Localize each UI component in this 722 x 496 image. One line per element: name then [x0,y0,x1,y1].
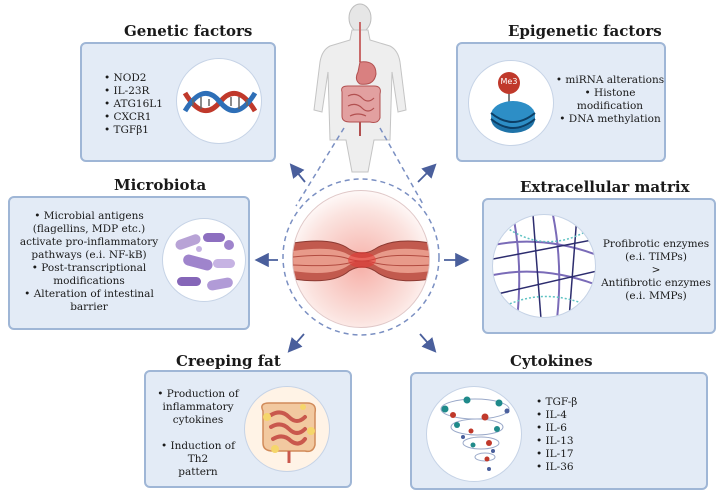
list-item: • IL-23R [104,85,150,97]
list-item: barrier [70,301,108,313]
genetic-factors-title: Genetic factors [124,22,253,40]
list-item: activate pro-inflammatory [19,236,159,248]
creeping-fat-title: Creeping fat [176,352,281,370]
list-item: • IL-17 [536,448,574,460]
list-item: (flagellins, MDP etc.) [32,223,146,235]
list-item: • IL-36 [536,461,574,473]
microbiota-list: • Microbial antigens (flagellins, MDP et… [16,210,162,314]
extracellular-matrix-box: Profibrotic enzymes (e.i. TIMPs) > Antif… [482,198,716,334]
arrow-creeping [287,333,305,353]
extracellular-matrix-title: Extracellular matrix [520,178,690,196]
list-item: • Induction of Th2 [160,440,235,465]
genetic-factors-list: • NOD2 • IL-23R • ATG16L1 • CXCR1 • TGFβ… [104,72,163,137]
list-item: • Production of [157,388,239,400]
cytokine-spiral-icon [426,386,522,482]
cytokines-list: • TGF-β • IL-4 • IL-6 • IL-13 • IL-17 • … [536,396,577,474]
list-item: • miRNA alterations [555,74,665,86]
epigenetic-factors-box: Me3 • miRNA alterations • Histone modifi… [456,42,666,162]
list-item: • IL-6 [536,422,567,434]
extracellular-matrix-list: Profibrotic enzymes (e.i. TIMPs) > Antif… [598,238,714,303]
nucleosome-icon: Me3 [468,60,554,146]
list-item: • TGF-β [536,396,578,408]
microbiota-box: • Microbial antigens (flagellins, MDP et… [8,196,250,330]
cytokines-box: • TGF-β • IL-4 • IL-6 • IL-13 • IL-17 • … [410,372,708,490]
bacteria-icon [162,218,246,302]
list-item: pattern [178,466,218,478]
arrow-genetic [289,163,306,183]
list-item: • DNA methylation [559,113,661,125]
list-item: (e.i. MMPs) [625,290,687,302]
list-item: • Histone [584,87,636,99]
list-item: • Alteration of intestinal [24,288,154,300]
list-item: • ATG16L1 [104,98,163,110]
microbiota-title: Microbiota [114,176,207,194]
creeping-fat-box: • Production of inflammatory cytokines •… [144,370,352,488]
list-item: Antifibrotic enzymes [601,277,711,289]
list-item: Profibrotic enzymes [602,238,710,250]
list-item: pathways (e.i. NF-kB) [31,249,147,261]
me3-label: Me3 [500,77,518,86]
intestine-center-image [292,190,430,328]
list-item: (e.i. TIMPs) [625,251,687,263]
list-item: modification [576,100,644,112]
cytokines-title: Cytokines [510,352,593,370]
list-item: • CXCR1 [104,111,152,123]
human-body-icon [313,3,407,173]
list-item: > [651,264,661,276]
list-item: • Post-transcriptional [31,262,147,274]
arrow-cytokines [419,333,437,353]
intestine-fat-icon [244,386,330,472]
epigenetic-factors-title: Epigenetic factors [508,22,662,40]
epigenetic-factors-list: • miRNA alterations • Histone modificati… [554,74,666,126]
list-item: • IL-13 [536,435,574,447]
arrow-epigenetic [417,163,437,183]
genetic-factors-box: • NOD2 • IL-23R • ATG16L1 • CXCR1 • TGFβ… [80,42,276,162]
list-item: modifications [53,275,125,287]
list-item: • TGFβ1 [104,124,149,136]
list-item: inflammatory [162,401,234,413]
list-item: • Microbial antigens [34,210,144,222]
dna-icon [176,58,262,144]
list-item: • NOD2 [104,72,147,84]
creeping-fat-list: • Production of inflammatory cytokines •… [154,388,242,479]
list-item: • IL-4 [536,409,567,421]
list-item [154,427,242,440]
list-item: cytokines [172,414,224,426]
fiber-network-icon [492,214,596,318]
